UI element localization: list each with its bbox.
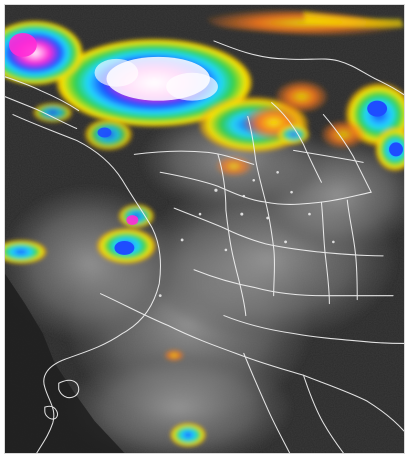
- storms-north-central: [215, 80, 366, 177]
- storm-top-right: [206, 9, 404, 36]
- boundaries: [5, 40, 404, 453]
- ocean-region: [5, 273, 125, 453]
- satellite-image-frame: [4, 4, 405, 454]
- city-markers: [158, 170, 335, 298]
- storm-south: [164, 349, 206, 447]
- storm-top-left: [5, 21, 309, 153]
- satellite-image: [5, 5, 404, 453]
- storms-left-middle: [5, 102, 157, 264]
